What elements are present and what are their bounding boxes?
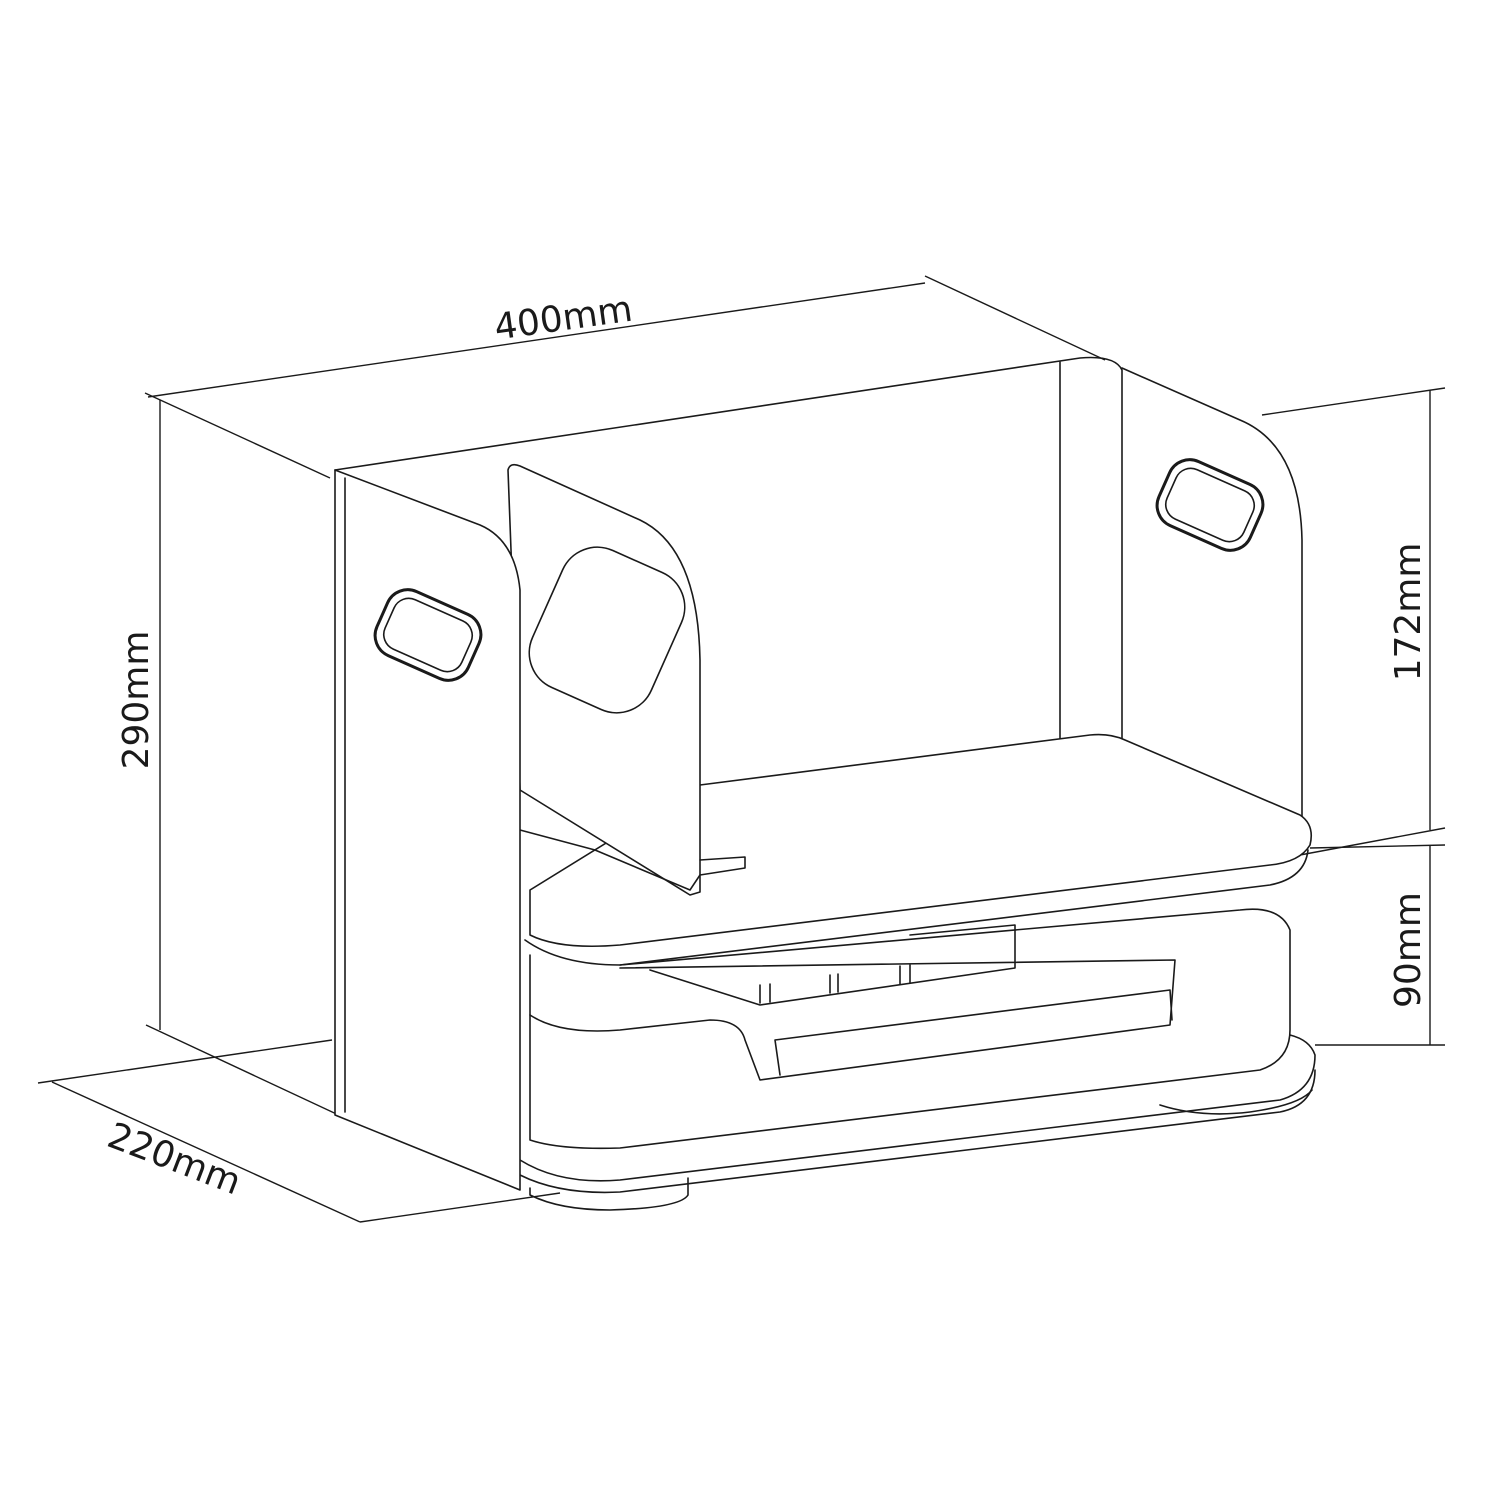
lower-height-label: 90mm — [1388, 892, 1429, 1008]
drawer-divider — [649, 924, 1016, 1006]
dimension-lines — [37, 275, 1446, 1223]
left-handle-cutout — [373, 588, 483, 682]
height-extension-bottom — [145, 1024, 361, 1126]
base-plate — [519, 1034, 1316, 1182]
height-label: 290mm — [116, 631, 157, 770]
cable-clips — [759, 964, 911, 1004]
drawer-body — [529, 908, 1291, 1150]
left-handle-inner — [382, 597, 474, 673]
right-foot — [1159, 1089, 1313, 1115]
drawer-front — [529, 959, 1176, 1081]
depth-dimension-line — [51, 1081, 361, 1223]
left-foot — [529, 1177, 689, 1211]
drawer-pull — [774, 989, 1173, 1076]
organizer-drawing — [334, 356, 1316, 1211]
right-handle-inner — [1164, 467, 1256, 543]
bookend-window — [528, 546, 686, 714]
right-side-panel — [1121, 367, 1303, 831]
width-label: 400mm — [492, 289, 635, 349]
upper-extension-bottom — [1299, 827, 1446, 856]
depth-extension-left — [37, 1039, 333, 1084]
width-extension-right — [924, 275, 1106, 361]
left-side-panel — [334, 469, 521, 1191]
width-dimension-line — [147, 282, 926, 398]
width-extension-left — [144, 392, 331, 479]
bookend-foot — [519, 829, 746, 891]
depth-extension-right — [359, 1192, 561, 1223]
bookend-divider — [507, 463, 701, 896]
depth-label: 220mm — [102, 1115, 246, 1203]
top-shelf — [529, 733, 1313, 948]
upper-height-label: 172mm — [1388, 543, 1429, 682]
back-panel — [334, 356, 1123, 741]
base-plate-edge — [519, 1069, 1316, 1194]
lower-extension-top — [1309, 844, 1446, 849]
upper-extension-top — [1261, 387, 1446, 416]
right-handle-cutout — [1155, 458, 1265, 552]
